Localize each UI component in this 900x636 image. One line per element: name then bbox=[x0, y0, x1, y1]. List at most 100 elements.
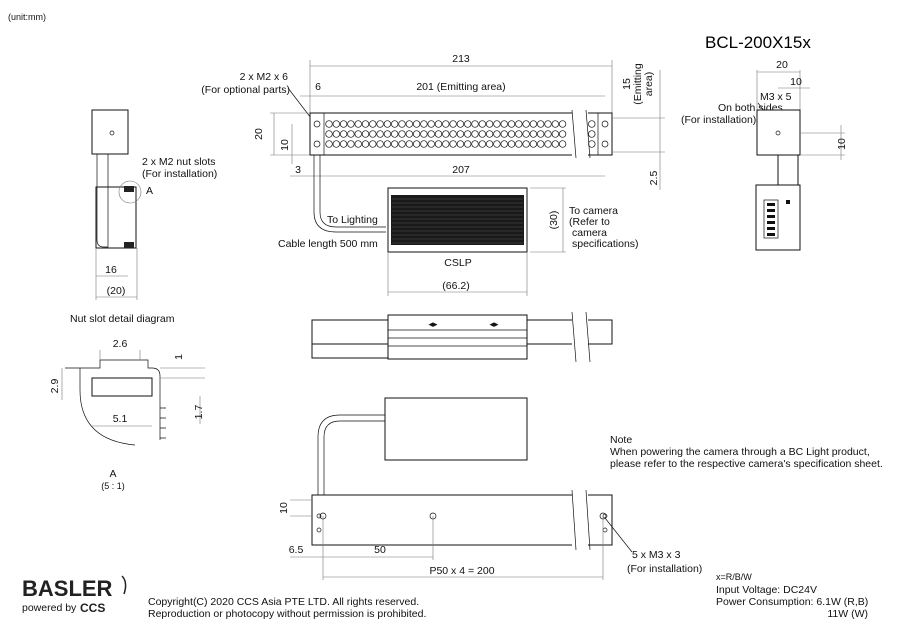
led bbox=[515, 120, 523, 128]
dip-switch bbox=[767, 203, 775, 206]
nut-slot-note: (For installation) bbox=[142, 168, 217, 180]
led bbox=[376, 130, 384, 138]
variants: x=R/B/W bbox=[716, 572, 752, 582]
led bbox=[464, 120, 472, 128]
led bbox=[442, 140, 450, 148]
led bbox=[515, 140, 523, 148]
led bbox=[529, 120, 538, 128]
led bbox=[551, 120, 559, 128]
led bbox=[427, 120, 435, 128]
copyright: Copyright(C) 2020 CCS Asia PTE LTD. All … bbox=[148, 596, 419, 608]
led bbox=[398, 140, 406, 148]
led bbox=[522, 140, 530, 148]
svg-text:◂▸: ◂▸ bbox=[428, 319, 438, 329]
svg-text:◂▸: ◂▸ bbox=[489, 319, 499, 329]
led bbox=[485, 120, 494, 128]
dim-20: 20 bbox=[253, 128, 265, 140]
led bbox=[361, 130, 370, 138]
led bbox=[507, 140, 516, 148]
led bbox=[434, 120, 443, 128]
input-voltage: Input Voltage: DC24V bbox=[716, 584, 817, 596]
led bbox=[493, 140, 501, 148]
led bbox=[339, 130, 348, 138]
led bbox=[507, 130, 516, 138]
led bbox=[456, 140, 465, 148]
led bbox=[391, 130, 399, 138]
led bbox=[558, 120, 567, 128]
cable bbox=[313, 155, 386, 233]
dim-20: (20) bbox=[107, 285, 126, 297]
led bbox=[588, 130, 596, 138]
led bbox=[339, 140, 348, 148]
led bbox=[507, 120, 516, 128]
screw-label: 5 x M3 x 3 bbox=[632, 549, 681, 561]
dim-201: 201 (Emitting area) bbox=[416, 81, 505, 93]
led bbox=[405, 130, 413, 138]
power-consumption-w: 11W (W) bbox=[827, 608, 868, 620]
led bbox=[369, 130, 377, 138]
led bbox=[398, 130, 406, 138]
note-line: please refer to the respective camera's … bbox=[610, 458, 883, 470]
reproduction-notice: Reproduction or photocopy without permis… bbox=[148, 608, 426, 620]
to-camera-label: To camera bbox=[569, 205, 618, 217]
pitch-dim: P50 x 4 = 200 bbox=[429, 565, 494, 577]
dim-207: 207 bbox=[452, 164, 470, 176]
note-title: Note bbox=[610, 434, 632, 446]
screw-label: M3 x 5 bbox=[760, 91, 792, 103]
led bbox=[332, 140, 340, 148]
led bbox=[588, 120, 596, 128]
led bbox=[522, 130, 530, 138]
dim-3: 3 bbox=[295, 164, 301, 176]
nut-detail-title: Nut slot detail diagram bbox=[70, 313, 175, 325]
dim-30: (30) bbox=[548, 211, 560, 230]
led-array bbox=[325, 120, 596, 148]
led bbox=[339, 120, 348, 128]
led bbox=[369, 140, 377, 148]
led bbox=[354, 130, 362, 138]
led bbox=[464, 130, 472, 138]
led bbox=[347, 140, 355, 148]
led bbox=[529, 130, 538, 138]
led bbox=[332, 120, 340, 128]
led bbox=[434, 130, 443, 138]
to-camera-label: (Refer to bbox=[569, 216, 610, 228]
detail-scale: (5 : 1) bbox=[101, 481, 125, 491]
led bbox=[537, 130, 545, 138]
dim-6: 6 bbox=[315, 81, 321, 93]
dim-66-2: (66.2) bbox=[442, 280, 469, 292]
screw-label: 2 x M2 x 6 bbox=[240, 71, 289, 83]
led bbox=[529, 140, 538, 148]
led bbox=[427, 140, 435, 148]
led bbox=[478, 140, 486, 148]
led bbox=[442, 120, 450, 128]
dim-16: 16 bbox=[105, 264, 117, 276]
led bbox=[442, 130, 450, 138]
dip-switch bbox=[767, 221, 775, 224]
note: Note When powering the camera through a … bbox=[610, 434, 883, 470]
dim-10: 10 bbox=[279, 139, 291, 151]
dim-2-6: 2.6 bbox=[113, 338, 128, 350]
basler-logo: BASLER bbox=[22, 576, 113, 601]
screw-hole bbox=[601, 140, 609, 148]
cslp-label: CSLP bbox=[444, 257, 471, 269]
to-lighting-label: To Lighting bbox=[327, 214, 378, 226]
led bbox=[449, 120, 457, 128]
led bbox=[485, 140, 494, 148]
led bbox=[434, 140, 443, 148]
led bbox=[361, 140, 370, 148]
led bbox=[391, 120, 399, 128]
led bbox=[405, 140, 413, 148]
led bbox=[464, 140, 472, 148]
led bbox=[347, 120, 355, 128]
led bbox=[383, 120, 392, 128]
dim-20: 20 bbox=[776, 59, 788, 71]
led bbox=[500, 120, 508, 128]
to-camera-label: specifications) bbox=[572, 238, 639, 250]
led bbox=[391, 140, 399, 148]
led bbox=[471, 140, 479, 148]
unit-label: (unit:mm) bbox=[8, 12, 46, 22]
led bbox=[551, 140, 559, 148]
note-line: When powering the camera through a BC Li… bbox=[610, 446, 870, 458]
led bbox=[369, 120, 377, 128]
